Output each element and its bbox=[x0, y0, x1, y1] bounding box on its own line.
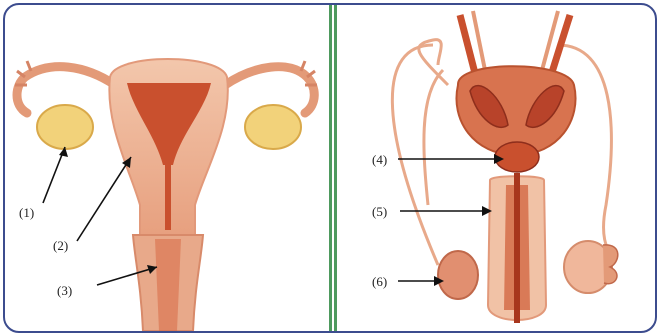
left-testis bbox=[438, 251, 478, 299]
prostate bbox=[495, 142, 539, 172]
arrow-2 bbox=[77, 157, 131, 241]
diagram-frame: (1) (2) (3) bbox=[3, 3, 657, 333]
label-5: (5) bbox=[372, 204, 387, 219]
female-reproductive-illustration: (1) (2) (3) bbox=[5, 5, 327, 331]
left-duct-loop bbox=[392, 45, 438, 265]
label-3: (3) bbox=[57, 283, 72, 298]
urethra bbox=[514, 173, 520, 323]
left-ovary bbox=[37, 105, 93, 149]
left-vas-deferens bbox=[419, 40, 448, 205]
label-1: (1) bbox=[19, 205, 34, 220]
female-reproductive-panel: (1) (2) (3) bbox=[5, 5, 327, 331]
right-ovary bbox=[245, 105, 301, 149]
label-2: (2) bbox=[53, 238, 68, 253]
panel-divider bbox=[327, 5, 338, 331]
label-6: (6) bbox=[372, 274, 387, 289]
male-reproductive-illustration: (4) (5) (6) bbox=[338, 5, 655, 331]
divider-line-right bbox=[334, 5, 337, 331]
label-4: (4) bbox=[372, 152, 387, 167]
cervical-canal bbox=[165, 165, 171, 230]
divider-line-left bbox=[329, 5, 332, 331]
male-reproductive-panel: (4) (5) (6) bbox=[338, 5, 655, 331]
vaginal-canal bbox=[155, 239, 181, 331]
epididymis bbox=[603, 245, 618, 284]
